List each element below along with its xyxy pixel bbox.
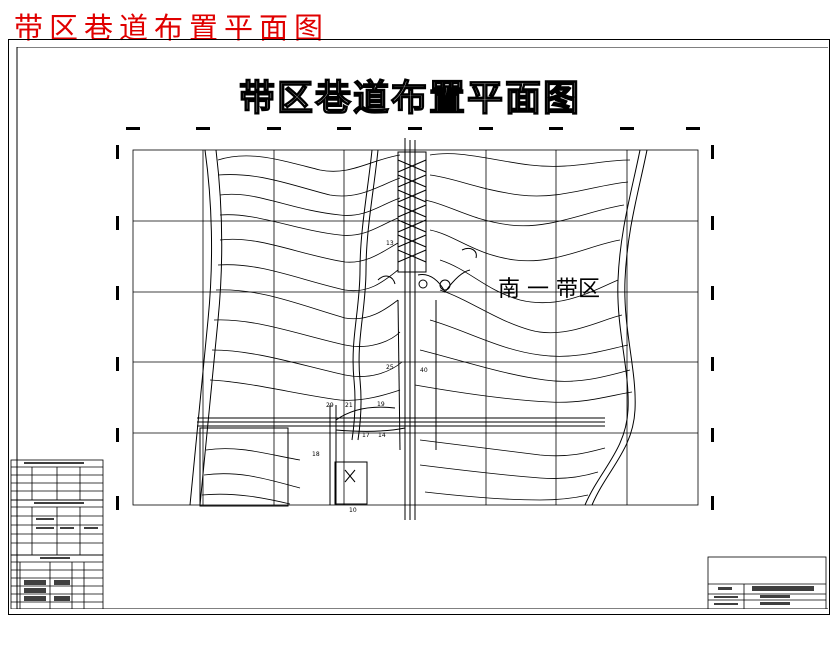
title-block (707, 556, 827, 609)
roadway-number: 14 (378, 432, 386, 439)
mine-plan-drawing: 带区巷道布置平面图 (10, 47, 828, 609)
main-roadway (397, 140, 427, 520)
coordinate-tick-marks (116, 127, 714, 510)
roadway-number: 17 (362, 432, 370, 439)
roadway-number-labels: 13 25 40 29 21 19 17 14 18 10 (312, 240, 428, 514)
page-title: 带区巷道布置平面图 (14, 11, 330, 45)
title-block-text-blocks (714, 586, 814, 605)
stream (351, 149, 379, 441)
drawing-title: 带区巷道布置平面图 (239, 78, 581, 119)
roadway-number: 18 (312, 451, 320, 458)
contour-lines (201, 153, 633, 505)
zone-label: 南 一 带区 (498, 277, 600, 302)
roadway-number: 10 (349, 507, 357, 514)
roadway-number: 21 (345, 402, 353, 409)
roadway-number: 40 (420, 367, 428, 374)
roadway-number: 19 (377, 401, 385, 408)
legend-table-text-blocks (24, 462, 98, 601)
legend-tables (10, 459, 104, 609)
roadway-number: 25 (386, 364, 394, 371)
inner-frame (16, 47, 828, 609)
cross-roadways (197, 247, 605, 507)
roadway-number: 13 (386, 240, 394, 247)
roadway-number: 29 (326, 402, 334, 409)
